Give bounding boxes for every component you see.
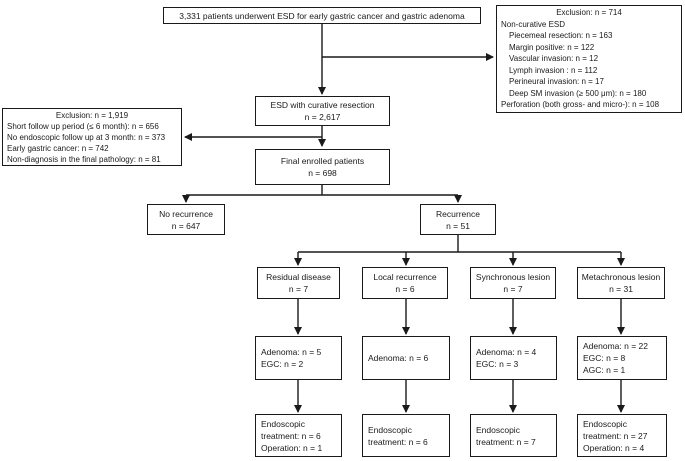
box-text-line: Synchronous lesion — [475, 272, 551, 282]
box-text-line: Margin positive: n = 122 — [509, 42, 595, 52]
box-text-line: Exclusion: n = 1,919 — [55, 110, 129, 120]
box-text-line: Deep SM invasion (≥ 500 μm): n = 180 — [509, 88, 647, 98]
box-text-line: n = 647 — [171, 220, 201, 231]
box-patients-underwent-esd: 3,331 patients underwent ESD for early g… — [163, 7, 481, 24]
box-text-line: n = 698 — [308, 168, 337, 178]
box-text-line: AGC: n = 1 — [583, 365, 626, 375]
box-text-line: EGC: n = 3 — [476, 359, 519, 369]
box-text-line: Residual disease — [266, 272, 331, 282]
box-text-line: Perforation (both gross- and micro-): n … — [501, 100, 660, 110]
box-text-line: Vascular invasion: n = 12 — [509, 54, 599, 64]
box-text-line: treatment: n = 7 — [476, 436, 536, 447]
box-text-line: Early gastric cancer: n = 742 — [7, 143, 109, 153]
box-text-line: n = 51 — [446, 220, 470, 231]
box-metachronous-pathology: Adenoma: n = 22 EGC: n = 8 AGC: n = 1 — [577, 336, 667, 380]
box-text-line: Non-curative ESD — [501, 19, 566, 29]
box-residual-disease: Residual disease n = 7 — [257, 267, 340, 299]
box-text-line: Lymph invasion : n = 112 — [509, 65, 598, 75]
box-text-line: n = 7 — [288, 284, 309, 294]
box-text-line: Piecemeal resection: n = 163 — [509, 31, 613, 41]
box-local-recurrence: Local recurrence n = 6 — [362, 267, 448, 299]
box-synchronous-lesion: Synchronous lesion n = 7 — [470, 267, 556, 299]
box-synchronous-pathology: Adenoma: n = 4 EGC: n = 3 — [470, 336, 557, 380]
box-text-line: n = 2,617 — [304, 112, 341, 122]
box-text-line: Adenoma: n = 5 — [261, 347, 322, 357]
box-text-line: Endoscopic — [368, 424, 412, 435]
box-text-line: No endoscopic follow up at 3 month: n = … — [7, 132, 166, 142]
box-text-line: No recurrence — [159, 208, 213, 219]
box-text-line: Operation: n = 1 — [261, 442, 323, 453]
box-text-line: EGC: n = 2 — [261, 359, 304, 369]
box-metachronous-lesion: Metachronous lesion n = 31 — [577, 267, 665, 299]
box-text-line: Operation: n = 4 — [583, 442, 645, 453]
box-text-line: treatment: n = 27 — [583, 430, 648, 441]
box-text-line: n = 31 — [609, 284, 633, 294]
box-text-line: Metachronous lesion — [581, 272, 661, 282]
box-text-line: treatment: n = 6 — [261, 430, 321, 441]
box-text-line: Recurrence — [436, 208, 480, 219]
box-text-line: 3,331 patients underwent ESD for early g… — [179, 10, 465, 21]
box-text-line: EGC: n = 8 — [583, 353, 626, 363]
box-text-line: Exclusion: n = 714 — [556, 8, 622, 18]
box-text-line: Adenoma: n = 6 — [368, 353, 429, 363]
box-text-line: treatment: n = 6 — [368, 436, 428, 447]
box-local-pathology: Adenoma: n = 6 — [362, 336, 450, 380]
box-text-line: Adenoma: n = 4 — [476, 347, 537, 357]
box-text-line: n = 7 — [503, 284, 523, 294]
box-text-line: Perineural invasion: n = 17 — [509, 77, 604, 87]
box-text-line: Non-diagnosis in the final pathology: n … — [7, 154, 161, 164]
box-text-line: Final enrolled patients — [280, 156, 365, 166]
box-text-line: Endoscopic — [476, 424, 520, 435]
box-esd-curative-resection: ESD with curative resection n = 2,617 — [255, 96, 390, 126]
box-text-line: Endoscopic — [261, 418, 305, 429]
connector-trunks — [186, 24, 621, 253]
box-text-line: Adenoma: n = 22 — [583, 341, 648, 351]
box-final-enrolled-patients: Final enrolled patients n = 698 — [255, 149, 390, 185]
box-text-line: ESD with curative resection — [270, 100, 375, 110]
box-residual-pathology: Adenoma: n = 5 EGC: n = 2 — [255, 336, 342, 380]
box-text-line: n = 6 — [395, 284, 415, 294]
box-text-line: Endoscopic — [583, 418, 627, 429]
box-text-line: Local recurrence — [373, 272, 437, 282]
box-text-line: Short follow up period (≤ 6 month): n = … — [7, 121, 159, 131]
